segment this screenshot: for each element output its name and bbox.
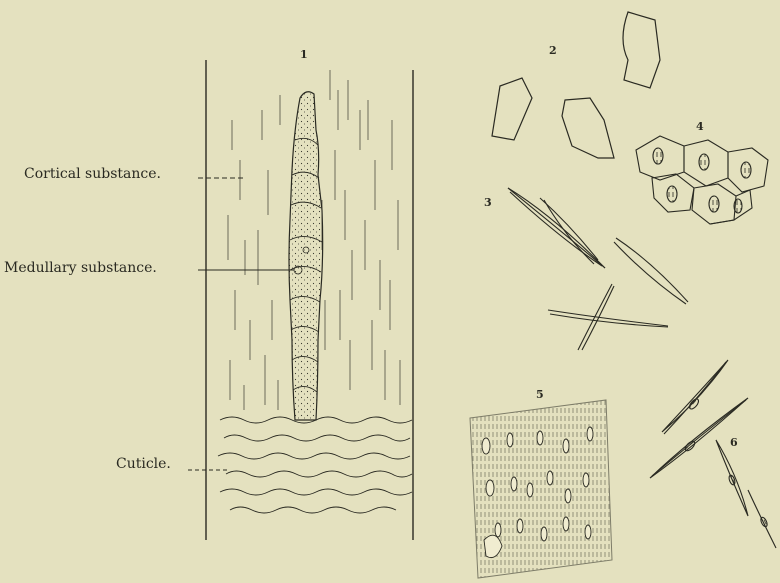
medulla-column [289,92,323,420]
label-medullary-substance: Medullary substance. [4,260,157,276]
cuticle-scales [218,417,412,513]
figure-1-hair-shaft [188,60,413,540]
figure-5-block [470,400,612,578]
figure-number-2: 2 [549,44,557,57]
figure-number-6: 6 [730,436,738,449]
figure-4-cells [636,136,768,224]
figure-number-3: 3 [484,196,492,209]
figure-6-spindle-cells [650,360,776,548]
figure-number-1: 1 [300,48,308,61]
figure-3-fibres [508,188,688,350]
label-cortical-substance: Cortical substance. [24,166,161,182]
figure-number-5: 5 [536,388,544,401]
label-cuticle: Cuticle. [116,456,171,472]
figure-2-scales [492,12,660,158]
figure-number-4: 4 [696,120,704,133]
